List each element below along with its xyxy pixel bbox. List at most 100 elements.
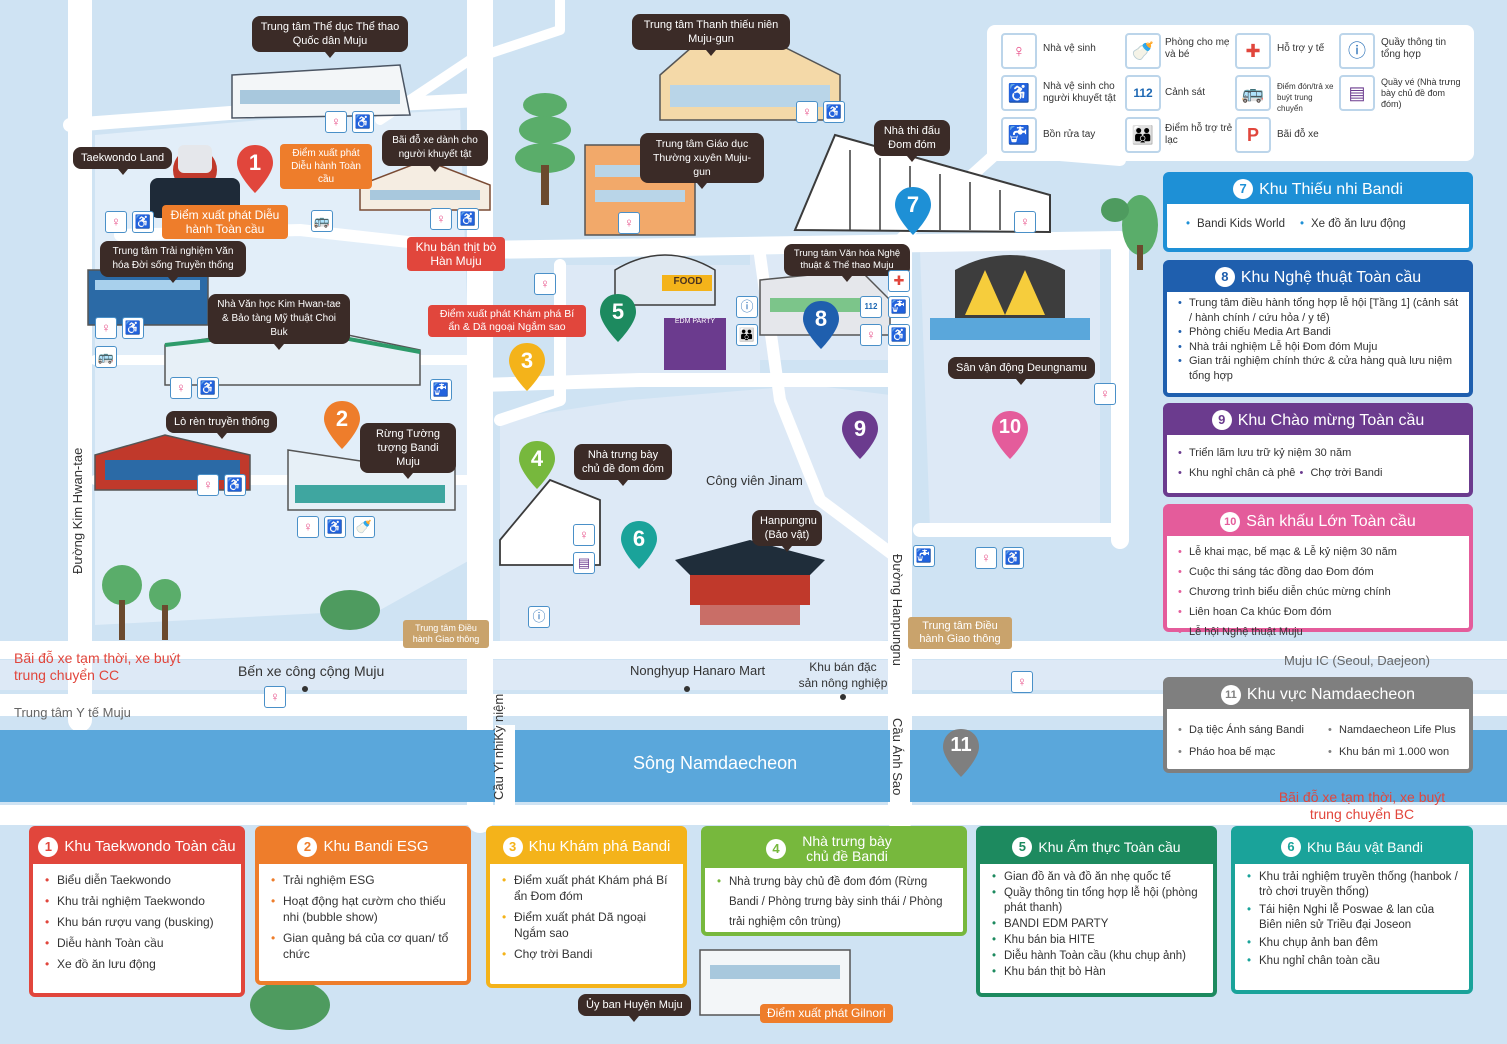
sink-icon[interactable]: 🚰 xyxy=(888,296,910,318)
legend-label: Phòng cho mẹ và bé xyxy=(1165,37,1230,60)
accessible-restroom-icon[interactable]: ♿ xyxy=(132,211,154,233)
info-icon[interactable]: ⓘ xyxy=(736,296,758,318)
restroom-icon[interactable]: ♀ xyxy=(534,273,556,295)
sink-icon: 🚰 xyxy=(1001,117,1037,153)
parking-bc-label[interactable]: Bãi đỗ xe tạm thời, xe buýt trung chuyển… xyxy=(1278,789,1446,822)
accessible-restroom-icon[interactable]: ♿ xyxy=(324,516,346,538)
callout-disabled-parking: Bãi đỗ xe dành cho người khuyết tật xyxy=(382,130,488,172)
accessible-restroom-icon[interactable]: ♿ xyxy=(888,324,910,346)
beef-zone-label[interactable]: Khu bán thịt bò Hàn Muju xyxy=(407,237,505,271)
callout-firefly-hall[interactable]: Nhà trưng bày chủ đề đom đóm xyxy=(574,444,672,486)
pin-zone-5[interactable]: 5 xyxy=(599,293,637,343)
police-112-icon[interactable]: 112 xyxy=(860,296,882,318)
gilnori-start-label[interactable]: Điểm xuất phát Gilnori xyxy=(760,1004,893,1023)
pin-zone-6[interactable]: 6 xyxy=(620,520,658,570)
restroom-icon[interactable]: ♀ xyxy=(197,474,219,496)
edm-sign: EDM PARTY xyxy=(674,318,716,325)
parking-cc-label[interactable]: Bãi đỗ xe tạm thời, xe buýt trung chuyển… xyxy=(14,650,181,683)
accessible-restroom-icon[interactable]: ♿ xyxy=(197,377,219,399)
parade-start-small[interactable]: Điểm xuất phát Diễu hành Toàn cầu xyxy=(280,144,372,189)
police-112-icon: 112 xyxy=(1125,75,1161,111)
pin-zone-4[interactable]: 4 xyxy=(518,440,556,490)
pin-zone-1[interactable]: 1 xyxy=(236,144,274,194)
restroom-icon[interactable]: ♀ xyxy=(1014,211,1036,233)
accessible-restroom-icon[interactable]: ♿ xyxy=(1002,547,1024,569)
zone-title: Khu Chào mừng Toàn cầu xyxy=(1237,412,1425,429)
baby-bottle-icon[interactable]: 🍼 xyxy=(353,516,375,538)
restroom-icon[interactable]: ♀ xyxy=(573,524,595,546)
explore-start-label[interactable]: Điểm xuất phát Khám phá Bí ẩn & Dã ngoại… xyxy=(428,305,586,337)
restroom-icon[interactable]: ♀ xyxy=(1011,671,1033,693)
pin-zone-9[interactable]: 9 xyxy=(841,410,879,460)
restroom-icon[interactable]: ♀ xyxy=(796,101,818,123)
accessible-restroom-icon[interactable]: ♿ xyxy=(352,111,374,133)
callout-literature-museum: Nhà Văn học Kim Hwan-tae & Bảo tàng Mỹ t… xyxy=(208,294,350,350)
info-icon[interactable]: ⓘ xyxy=(528,606,550,628)
zone-title: Khu Báu vật Bandi xyxy=(1307,839,1423,855)
shuttle-bus-icon[interactable]: 🚌 xyxy=(311,210,333,232)
zone-title: Nhà trưng bày chủ đề Bandi xyxy=(802,833,892,864)
restroom-icon[interactable]: ♀ xyxy=(1094,383,1116,405)
accessible-restroom-icon[interactable]: ♿ xyxy=(457,208,479,230)
callout-hanpungnu[interactable]: Hanpungnu (Bảo vật) xyxy=(752,510,822,552)
callout-county-office: Ủy ban Huyện Muju xyxy=(578,994,691,1022)
callout-deungnamu[interactable]: Sân vận động Deungnamu xyxy=(948,357,1095,385)
restroom-icon[interactable]: ♀ xyxy=(430,208,452,230)
restroom-icon[interactable]: ♀ xyxy=(264,686,286,708)
pin-zone-10[interactable]: 10 xyxy=(991,410,1029,460)
accessible-restroom-icon: ♿ xyxy=(1001,75,1037,111)
shuttle-bus-icon[interactable]: 🚌 xyxy=(95,346,117,368)
restroom-icon[interactable]: ♀ xyxy=(105,211,127,233)
food-sign: FOOD xyxy=(673,276,703,287)
restroom-icon[interactable]: ♀ xyxy=(170,377,192,399)
sink-icon[interactable]: 🚰 xyxy=(430,379,452,401)
pin-zone-3[interactable]: 3 xyxy=(508,342,546,392)
zone-title: Khu vực Namdaecheon xyxy=(1246,686,1416,703)
muju-ic-label[interactable]: Muju IC (Seoul, Daejeon) xyxy=(1284,653,1430,668)
pin-zone-11[interactable]: 11 xyxy=(942,728,980,778)
pin-zone-8[interactable]: 8 xyxy=(802,300,840,350)
accessible-restroom-icon[interactable]: ♿ xyxy=(823,101,845,123)
callout-firefly-dome[interactable]: Nhà thi đấu Đom đóm xyxy=(874,120,950,162)
restroom-icon[interactable]: ♀ xyxy=(975,547,997,569)
legend-label: Cảnh sát xyxy=(1165,87,1206,98)
restroom-icon[interactable]: ♀ xyxy=(297,516,319,538)
first-aid-icon: ✚ xyxy=(1235,33,1271,69)
medical-center-label[interactable]: Trung tâm Y tế Muju xyxy=(14,705,131,720)
restroom-icon[interactable]: ♀ xyxy=(860,324,882,346)
restroom-icon[interactable]: ♀ xyxy=(325,111,347,133)
accessible-restroom-icon[interactable]: ♿ xyxy=(224,474,246,496)
legend-label: Quầy thông tin tổng hợp xyxy=(1381,37,1447,60)
restroom-icon[interactable]: ♀ xyxy=(618,212,640,234)
callout-taekwondo-land[interactable]: Taekwondo Land xyxy=(73,147,173,175)
sink-icon[interactable]: 🚰 xyxy=(913,545,935,567)
legend-label: Quầy vé (Nhà trưng bày chủ đề đom đóm) xyxy=(1381,77,1461,109)
accessible-restroom-icon[interactable]: ♿ xyxy=(122,317,144,339)
road-kim-hwantae-label: Đường Kim Hwan-tae xyxy=(70,447,85,574)
pin-zone-7[interactable]: 7 xyxy=(894,186,932,236)
parking-icon: P xyxy=(1235,117,1271,153)
callout-bandi-forest: Rừng Tường tượng Bandi Muju xyxy=(360,423,456,479)
parade-start[interactable]: Điểm xuất phát Diễu hành Toàn cầu xyxy=(162,205,288,239)
zone-title: Khu Taekwondo Toàn cầu xyxy=(64,838,236,855)
legend-label: Hỗ trợ y tế xyxy=(1277,43,1325,54)
restroom-icon[interactable]: ♀ xyxy=(95,317,117,339)
first-aid-icon[interactable]: ✚ xyxy=(888,270,910,292)
legend-label: Điểm hỗ trợ trẻ lạc xyxy=(1165,123,1233,146)
pin-zone-2[interactable]: 2 xyxy=(323,400,361,450)
hanaro-mart-label: Nonghyup Hanaro Mart xyxy=(630,663,766,678)
ticket-icon[interactable]: ▤ xyxy=(573,552,595,574)
ticket-icon: ▤ xyxy=(1339,75,1375,111)
lost-child-icon[interactable]: 👪 xyxy=(736,324,758,346)
